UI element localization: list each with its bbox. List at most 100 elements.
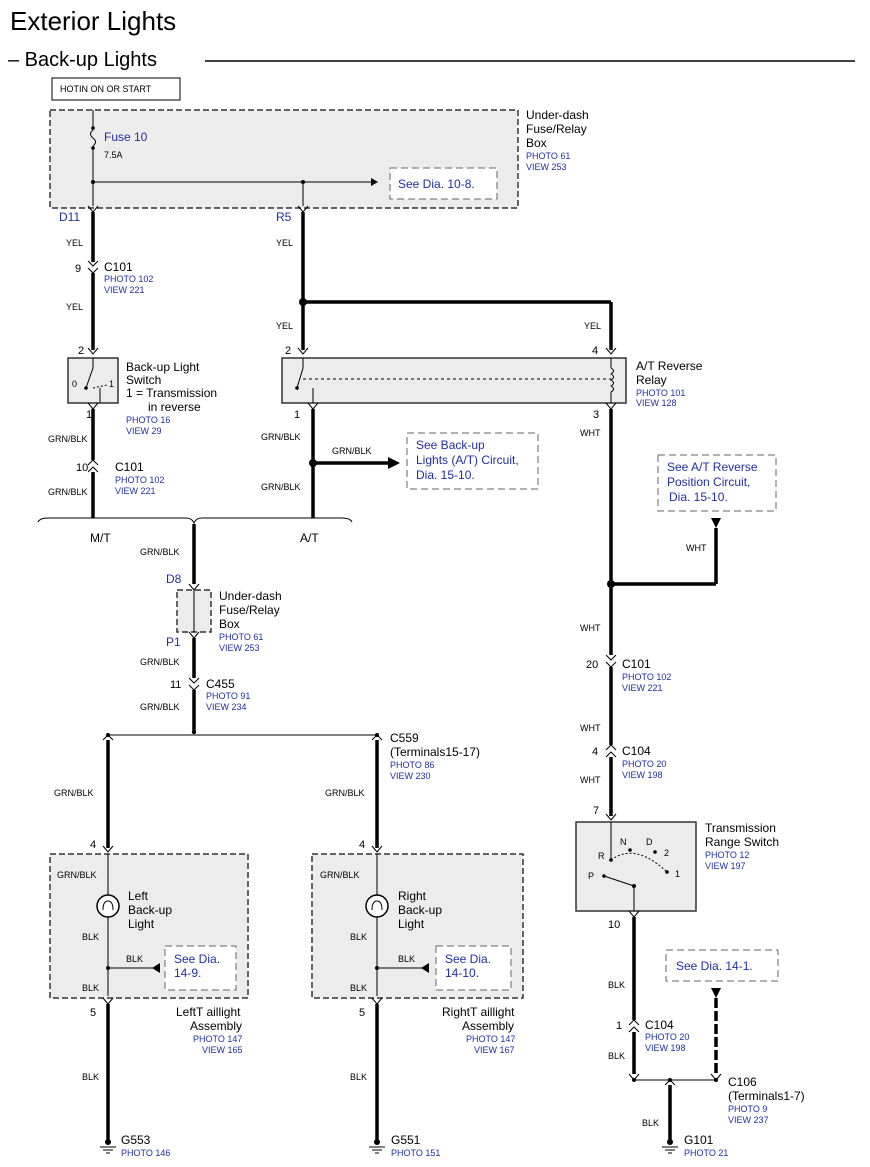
ref-at-reverse-3[interactable]: Dia. 15-10. [669,490,728,504]
reverse-relay-photo-label: PHOTO 101 [636,388,685,398]
left-assy-photo-label: PHOTO 147 [193,1034,242,1044]
range-switch-pos-2-label: 2 [664,848,669,858]
right-backup-bulb-icon [365,894,389,918]
left-assy-light-l1-label: Left [128,889,149,903]
range-switch-pos-p-label: P [588,871,594,881]
wire-labels-wht-label: WHT [580,623,601,633]
wire-labels-wht-label: WHT [686,543,707,553]
ref-backup-at-3[interactable]: Dia. 15-10. [416,468,475,482]
c101-pin-mid-label: 10 [76,462,88,474]
wire-labels-grn-blk-label: GRN/BLK [332,446,372,456]
c455-photo-label: PHOTO 91 [206,691,250,701]
ref-backup-at-1[interactable]: See Back-up [416,438,485,452]
ref-dia-14-9-box[interactable] [164,945,237,991]
ref-at-reverse-1[interactable]: See A/T Reverse [667,460,758,474]
ref-dia-14-1-box[interactable] [665,949,779,982]
backup-switch-l1-label: Back-up Light [126,360,200,374]
fuse-box-top-name-1: Under-dash [526,108,589,122]
ref-dia-10-8[interactable]: See Dia. 10-8. [398,177,475,191]
ref-backup-at-box[interactable] [406,432,539,490]
wire-labels-blk-label: BLK [608,980,625,990]
right-assy-pin-top-label: 4 [359,839,365,851]
c559-photo-label: PHOTO 86 [390,760,434,770]
ref-at-reverse-2[interactable]: Position Circuit, [667,475,750,489]
c104-photo-label: PHOTO 20 [622,759,666,769]
mt-label: M/T [90,531,111,545]
c559-terminals-label: (Terminals15-17) [390,745,480,759]
wire-labels-blk-label: BLK [82,983,99,993]
left-assy-name-l2-label: Assembly [190,1019,242,1033]
right-assy-view-label: VIEW 167 [474,1045,515,1055]
c559-label: C559 [390,731,419,745]
c104-view-label: VIEW 198 [622,770,663,780]
fuse-box-top-name-2: Fuse/Relay [526,122,587,136]
fuse-rating: 7.5A [104,150,123,160]
backup-switch-photo-label: PHOTO 16 [126,415,170,425]
c101-photo-label: PHOTO 102 [622,672,671,682]
g101-photo-label: PHOTO 21 [684,1148,728,1158]
c104-view-label: VIEW 198 [645,1043,686,1053]
reverse-relay-pin-bl-label: 1 [294,409,300,421]
g551-photo-label: PHOTO 151 [391,1148,440,1158]
range-switch-l2-label: Range Switch [705,835,779,849]
c104-lower-label: C104 [645,1018,674,1032]
wire-labels-yel-label: YEL [276,321,293,331]
reverse-relay-l1-label: A/T Reverse [636,359,703,373]
reverse-relay-view-label: VIEW 128 [636,398,677,408]
ref-dia-14-10-box[interactable] [435,945,512,991]
c101-pin-wht-label: 20 [586,659,598,671]
ref-dia-14-9-1[interactable]: See Dia. [174,952,220,966]
range-switch-pin-bot-label: 10 [608,919,620,931]
wire-labels-blk-label: BLK [398,954,415,964]
wire-labels-wht-label: WHT [580,428,601,438]
at-reverse-relay [281,357,627,404]
pin-r5: R5 [276,210,292,224]
fuse-box-mid-view-label: VIEW 253 [219,643,260,653]
page-title: Exterior Lights [10,6,176,36]
wire-labels-blk-label: BLK [350,1072,367,1082]
right-assy-light-l3-label: Light [398,917,425,931]
section-subtitle: – Back-up Lights [8,49,157,71]
ref-dia-14-9-2[interactable]: 14-9. [174,966,201,980]
wire-labels-blk-label: BLK [82,1072,99,1082]
fuse-box-top-photo: PHOTO 61 [526,151,570,161]
wire-labels-grn-blk-label: GRN/BLK [320,870,360,880]
range-switch-pos-1-label: 1 [675,869,680,879]
left-assy-view-label: VIEW 165 [202,1045,243,1055]
c455-pin-label: 11 [170,679,181,691]
reverse-relay-l2-label: Relay [636,373,667,387]
wire-labels-wht-label: WHT [580,775,601,785]
backup-switch-pin-out-label: 1 [86,409,92,421]
g553-label: G553 [121,1133,151,1147]
wire-labels-blk-label: BLK [608,1051,625,1061]
left-backup-bulb-icon [96,894,120,918]
ref-dia-14-10-2[interactable]: 14-10. [445,966,479,980]
ref-dia-14-1[interactable]: See Dia. 14-1. [676,959,753,973]
fuse-box-mid-pin-bot-label: P1 [166,635,181,649]
c101-photo-label: PHOTO 102 [115,475,164,485]
range-switch-photo-label: PHOTO 12 [705,850,749,860]
ref-backup-at-2[interactable]: Lights (A/T) Circuit, [416,453,519,467]
wire-labels-grn-blk-label: GRN/BLK [48,434,88,444]
wire-labels-yel-label: YEL [66,238,83,248]
wire-labels-grn-blk-label: GRN/BLK [261,482,301,492]
wire-labels-yel-label: YEL [66,302,83,312]
ref-dia-10-8-box[interactable] [389,167,498,200]
wire-labels-grn-blk-label: GRN/BLK [325,788,365,798]
range-switch-l1-label: Transmission [705,821,776,835]
c101-name-label: C101 [622,657,651,671]
ref-dia-14-10-1[interactable]: See Dia. [445,952,491,966]
right-assy-photo-label: PHOTO 147 [466,1034,515,1044]
c106-view-label: VIEW 237 [728,1115,769,1125]
pin-d11: D11 [59,210,80,224]
wire-labels-grn-blk-label: GRN/BLK [57,870,97,880]
backup-switch-pos1-label: 1 [109,379,114,389]
wire-labels-yel-label: YEL [584,321,601,331]
wire-labels-grn-blk-label: GRN/BLK [140,702,180,712]
backup-switch-l2-label: Switch [126,373,161,387]
fuse-box-mid-l3-label: Box [219,617,240,631]
mt-at-bracket [37,517,353,525]
c455-label: C455 [206,677,235,691]
ref-at-reverse-box[interactable] [657,454,777,512]
c101-photo-label: PHOTO 102 [104,274,153,284]
